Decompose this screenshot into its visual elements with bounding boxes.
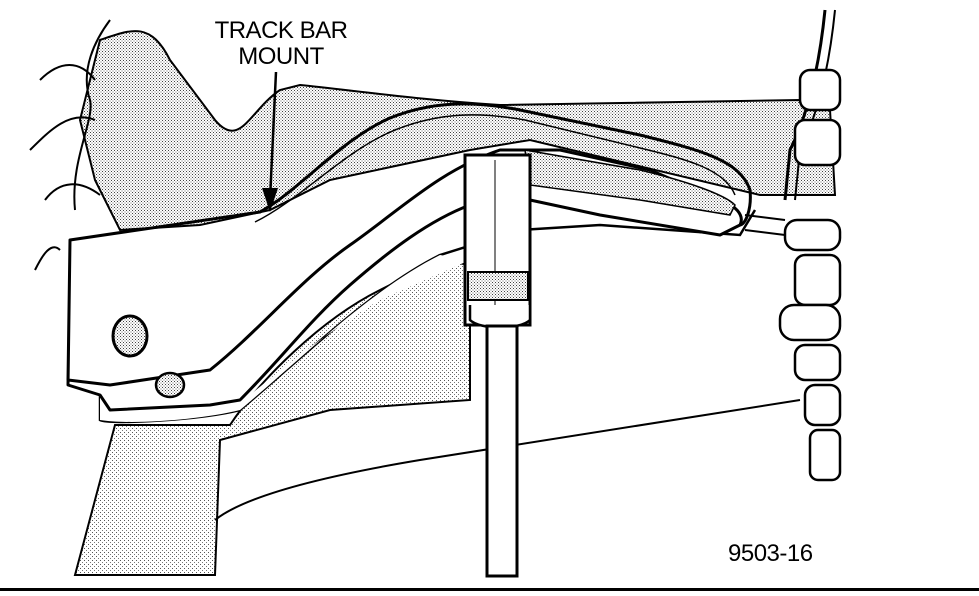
- callout-line-2: MOUNT: [238, 43, 324, 70]
- mount-bolt-hole-lower: [154, 371, 186, 399]
- bottom-border: [0, 588, 979, 591]
- callout-arrowhead: [262, 188, 278, 212]
- figure-number: 9503-16: [728, 540, 813, 567]
- tool-socket-end: [468, 305, 532, 329]
- shock-absorber: [778, 68, 842, 482]
- callout-line-1: TRACK BAR: [214, 17, 348, 44]
- tool-ridge: [467, 271, 529, 301]
- mount-flange-fill: [100, 255, 470, 422]
- tool-extension: [485, 324, 519, 578]
- bracket-top-edge: [69, 102, 752, 242]
- frame-bottom-line: [214, 399, 801, 521]
- frame-upper-shaded: [78, 30, 837, 232]
- left-edge-contour: [29, 64, 101, 271]
- left-edge-contour-2: [73, 19, 111, 211]
- mount-bolt-hole-upper: [111, 314, 149, 358]
- bracket-inner-edge: [254, 114, 736, 223]
- bracket-slot-shaded: [524, 149, 736, 216]
- mount-link: [744, 214, 786, 236]
- callout-leader: [268, 71, 278, 201]
- track-bar-mount-bracket: [66, 148, 743, 412]
- track-bar-mount-label: TRACK BAR MOUNT: [196, 18, 366, 70]
